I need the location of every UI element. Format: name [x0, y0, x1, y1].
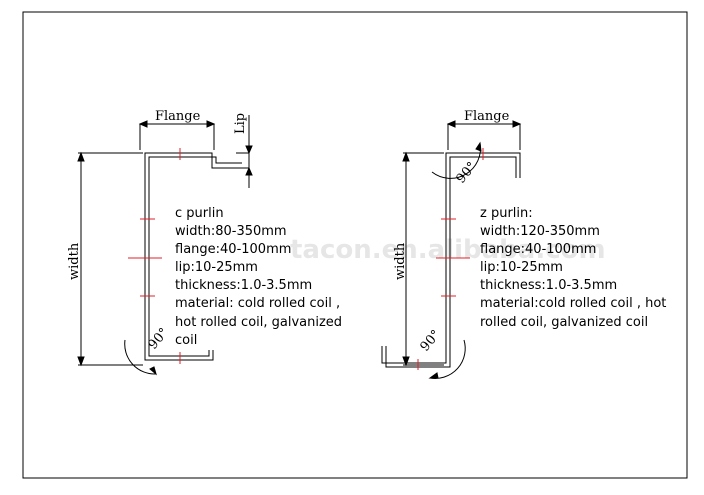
c-angle-label: 90°	[146, 325, 172, 352]
c-spec-line: flange:40-100mm	[175, 242, 291, 257]
c-width-label: width	[67, 242, 82, 280]
z-spec-list: z purlin: width:120-350mm flange:40-100m…	[480, 206, 666, 330]
z-purlin-profile-inner	[385, 156, 517, 368]
c-angle-arc	[124, 339, 157, 375]
c-purlin-profile-outer	[144, 152, 246, 361]
c-purlin-drawing	[77, 115, 253, 376]
z-spec-line: thickness:1.0-3.5mm	[480, 278, 617, 293]
c-centerline-marks	[128, 148, 181, 364]
c-spec-list: c purlin width:80-350mm flange:40-100mm …	[175, 206, 342, 348]
c-spec-line: lip:10-25mm	[175, 260, 258, 275]
z-width-arrow-bottom	[402, 356, 410, 367]
z-angle-arc-top	[431, 142, 481, 179]
z-angle-bottom-label: 90°	[418, 327, 444, 354]
z-spec-line: width:120-350mm	[480, 224, 600, 239]
z-width-arrow-top	[402, 151, 410, 162]
c-spec-line: material: cold rolled coil ,	[175, 296, 340, 311]
z-flange-label: Flange	[464, 109, 510, 124]
z-spec-line: flange:40-100mm	[480, 242, 596, 257]
c-angle-arrow	[149, 366, 157, 376]
c-lip-arrow-bottom	[245, 166, 253, 176]
z-angle-arrow-top	[475, 141, 482, 152]
z-width-label: width	[393, 242, 408, 280]
watermark: tacon.en.alibaba.com	[290, 235, 606, 265]
z-purlin-drawing	[381, 120, 522, 379]
z-angle-arrow-bottom	[428, 372, 439, 379]
z-spec-line: z purlin:	[480, 206, 533, 221]
c-width-arrow-top	[77, 151, 85, 162]
c-spec-line: hot rolled coil, galvanized	[175, 315, 342, 330]
drawing-frame	[22, 11, 688, 479]
c-flange-arrow-right	[206, 120, 216, 128]
c-spec-line: coil	[175, 333, 197, 348]
c-spec-line: thickness:1.0-3.5mm	[175, 278, 312, 293]
c-flange-arrow-left	[138, 120, 148, 128]
z-centerline-marks	[417, 148, 484, 370]
z-spec-line: rolled coil, galvanized coil	[480, 315, 648, 330]
z-flange-arrow-right	[512, 120, 522, 128]
c-lip-label: Lip	[233, 113, 248, 134]
z-spec-line: lip:10-25mm	[480, 260, 563, 275]
z-spec-line: material:cold rolled coil , hot	[480, 296, 666, 311]
c-width-arrow-bottom	[77, 356, 85, 367]
c-purlin-profile-inner	[148, 156, 242, 357]
c-lip-arrow-top	[245, 145, 253, 155]
c-spec-line: c purlin	[175, 206, 224, 221]
c-flange-label: Flange	[155, 109, 201, 124]
c-spec-line: width:80-350mm	[175, 224, 287, 239]
z-flange-arrow-left	[446, 120, 456, 128]
